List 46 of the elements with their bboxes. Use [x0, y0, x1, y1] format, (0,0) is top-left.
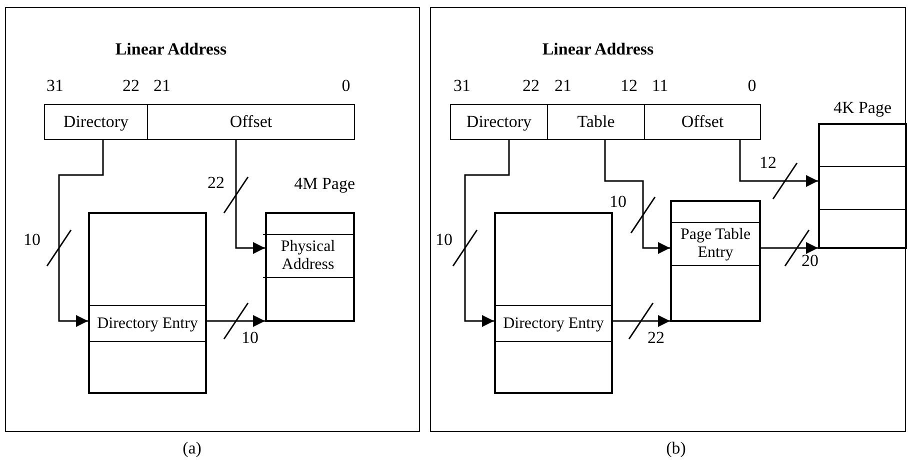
edge-label: 10 — [436, 231, 452, 249]
panel-caption: (a) — [182, 437, 202, 460]
arrow — [761, 242, 818, 254]
page-heading: 4M Page — [293, 173, 355, 195]
arrow — [604, 140, 670, 254]
bit-number: 0 — [748, 77, 756, 95]
edge-label: 20 — [802, 252, 818, 270]
arrow — [464, 140, 510, 327]
panel-caption: (b) — [666, 437, 686, 460]
edge-label: 10 — [610, 193, 626, 211]
diagram-panel — [430, 7, 906, 432]
bit-number: 12 — [620, 77, 638, 95]
table-entry: Page Table Entry — [670, 222, 761, 266]
panel-heading: Linear Address — [115, 38, 227, 60]
bit-number: 0 — [342, 77, 350, 95]
edge-label: 10 — [24, 231, 40, 249]
edge-label: 22 — [208, 174, 224, 192]
panel-heading: Linear Address — [542, 38, 654, 60]
address-field: Offset — [644, 104, 761, 140]
edge-label: 10 — [242, 329, 258, 347]
bit-number: 22 — [122, 77, 140, 95]
table-entry: Directory Entry — [88, 305, 207, 342]
bit-number: 22 — [522, 77, 540, 95]
table-entry: Directory Entry — [494, 305, 613, 342]
bit-number: 21 — [154, 77, 170, 95]
bit-number: 31 — [46, 77, 64, 95]
address-field: Directory — [450, 104, 548, 140]
arrow — [739, 140, 818, 187]
table-box — [670, 200, 761, 322]
address-field: Table — [547, 104, 645, 140]
diagram-panel — [5, 7, 420, 432]
edge-label: 22 — [648, 329, 664, 347]
arrow — [613, 315, 670, 327]
table-entry: Physical Address — [263, 234, 353, 278]
edge-label: 12 — [760, 154, 776, 172]
address-field: Offset — [147, 104, 355, 140]
page-heading: 4K Page — [832, 97, 893, 119]
arrow — [58, 140, 104, 327]
bit-number: 21 — [554, 77, 572, 95]
bit-number: 11 — [652, 77, 668, 95]
table-box — [494, 212, 613, 394]
table-box — [88, 212, 207, 394]
address-field: Directory — [44, 104, 148, 140]
arrow — [207, 315, 265, 327]
arrow — [235, 140, 265, 254]
bit-number: 31 — [454, 77, 470, 95]
